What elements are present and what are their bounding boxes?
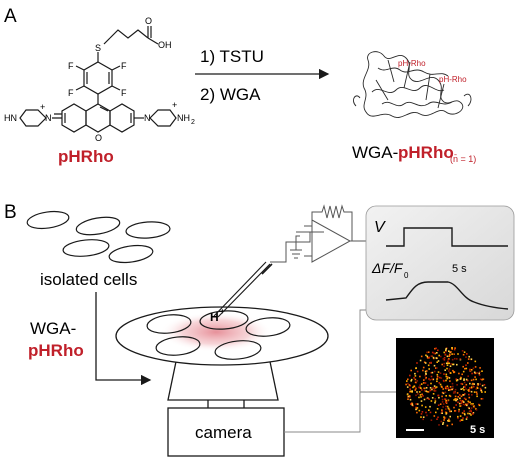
step-1-label: 1) TSTU xyxy=(200,47,264,66)
right-piperazine xyxy=(149,109,177,127)
dye-name: pHRho xyxy=(58,147,114,166)
amplifier-circuit xyxy=(270,204,366,263)
protein-label-1: pH-Rho xyxy=(398,59,426,68)
voltage-trace-label: V xyxy=(374,219,386,236)
cells-label: isolated cells xyxy=(40,270,137,289)
microscope-base xyxy=(167,351,279,401)
fluorine-label-1: F xyxy=(68,61,74,71)
fluorescence-trace-label: ΔF/F xyxy=(371,260,404,276)
fluorine-label-2: F xyxy=(121,61,127,71)
amplifier-triangle xyxy=(311,219,352,263)
reagent-label-line1: WGA- xyxy=(30,319,76,338)
fluorine-label-3: F xyxy=(68,88,74,98)
patch-pipette xyxy=(213,261,273,318)
dish-cell-3 xyxy=(245,317,291,337)
feedback-resistor xyxy=(311,204,353,241)
cell-5 xyxy=(108,244,154,264)
camera-box xyxy=(167,407,285,457)
xanthene-right-ring xyxy=(109,103,135,133)
panel-a-label: A xyxy=(4,6,17,27)
voltage-trace xyxy=(386,227,508,247)
proton-charge: + xyxy=(220,307,225,316)
fluorescence-trace-sub: 0 xyxy=(404,271,409,280)
right-plus-label: + xyxy=(172,100,177,110)
left-piperazine xyxy=(19,109,47,127)
dish-cell-1 xyxy=(146,314,192,334)
dish-cells xyxy=(146,310,291,360)
acid-oh-label: OH xyxy=(158,40,172,50)
step-2-label: 2) WGA xyxy=(200,85,261,104)
ring-oxygen-label: O xyxy=(95,133,102,143)
dish-cell-4 xyxy=(155,336,201,356)
image-time-label: 5 s xyxy=(470,424,485,436)
proton-label: H xyxy=(210,310,219,324)
camera-label: camera xyxy=(195,423,252,442)
phrho-structure xyxy=(19,26,177,133)
xanthene-left-ring xyxy=(61,103,87,133)
left-hn-label: HN xyxy=(4,113,17,123)
cell-4 xyxy=(62,239,110,257)
reagent-label-line2: pHRho xyxy=(28,341,84,360)
tetrafluorophenyl-ring xyxy=(83,61,113,95)
right-nh-label: NH xyxy=(177,113,190,123)
fluorine-label-4: F xyxy=(121,88,127,98)
fluorescence-trace xyxy=(385,281,509,310)
acid-chain xyxy=(109,29,149,39)
panel-b-label: B xyxy=(4,202,17,223)
sulfur-label: S xyxy=(95,43,101,53)
cell-2 xyxy=(75,216,121,236)
ground-symbol xyxy=(290,249,302,259)
product-name: pHRho xyxy=(398,143,454,162)
trace-monitor xyxy=(365,205,515,321)
left-plus-label: + xyxy=(40,102,45,112)
product-subscript: (n̄ = 1) xyxy=(450,154,476,164)
protein-label-2: pH-Rho xyxy=(439,75,467,84)
product-prefix: WGA- xyxy=(352,143,398,162)
phrho-atom-labels: OH O S F F F F O HN N + N NH 2 + xyxy=(4,16,195,143)
right-n-label: N xyxy=(144,113,151,123)
dish-cell-5 xyxy=(214,340,262,360)
fluorine-bonds xyxy=(75,65,121,91)
xanthene-center-ring xyxy=(85,103,111,133)
addition-arrow xyxy=(95,292,152,386)
isolated-cells xyxy=(26,210,171,264)
cell-1 xyxy=(26,210,70,230)
wga-protein-structure xyxy=(353,51,472,118)
trace-time-label: 5 s xyxy=(452,263,467,275)
fluorescence-speckle xyxy=(405,347,487,427)
cell-3 xyxy=(125,221,171,239)
right-nh-sub: 2 xyxy=(191,119,195,126)
acid-o-label: O xyxy=(145,16,152,26)
left-n-label: N xyxy=(45,113,52,123)
proton-glow xyxy=(160,312,272,352)
